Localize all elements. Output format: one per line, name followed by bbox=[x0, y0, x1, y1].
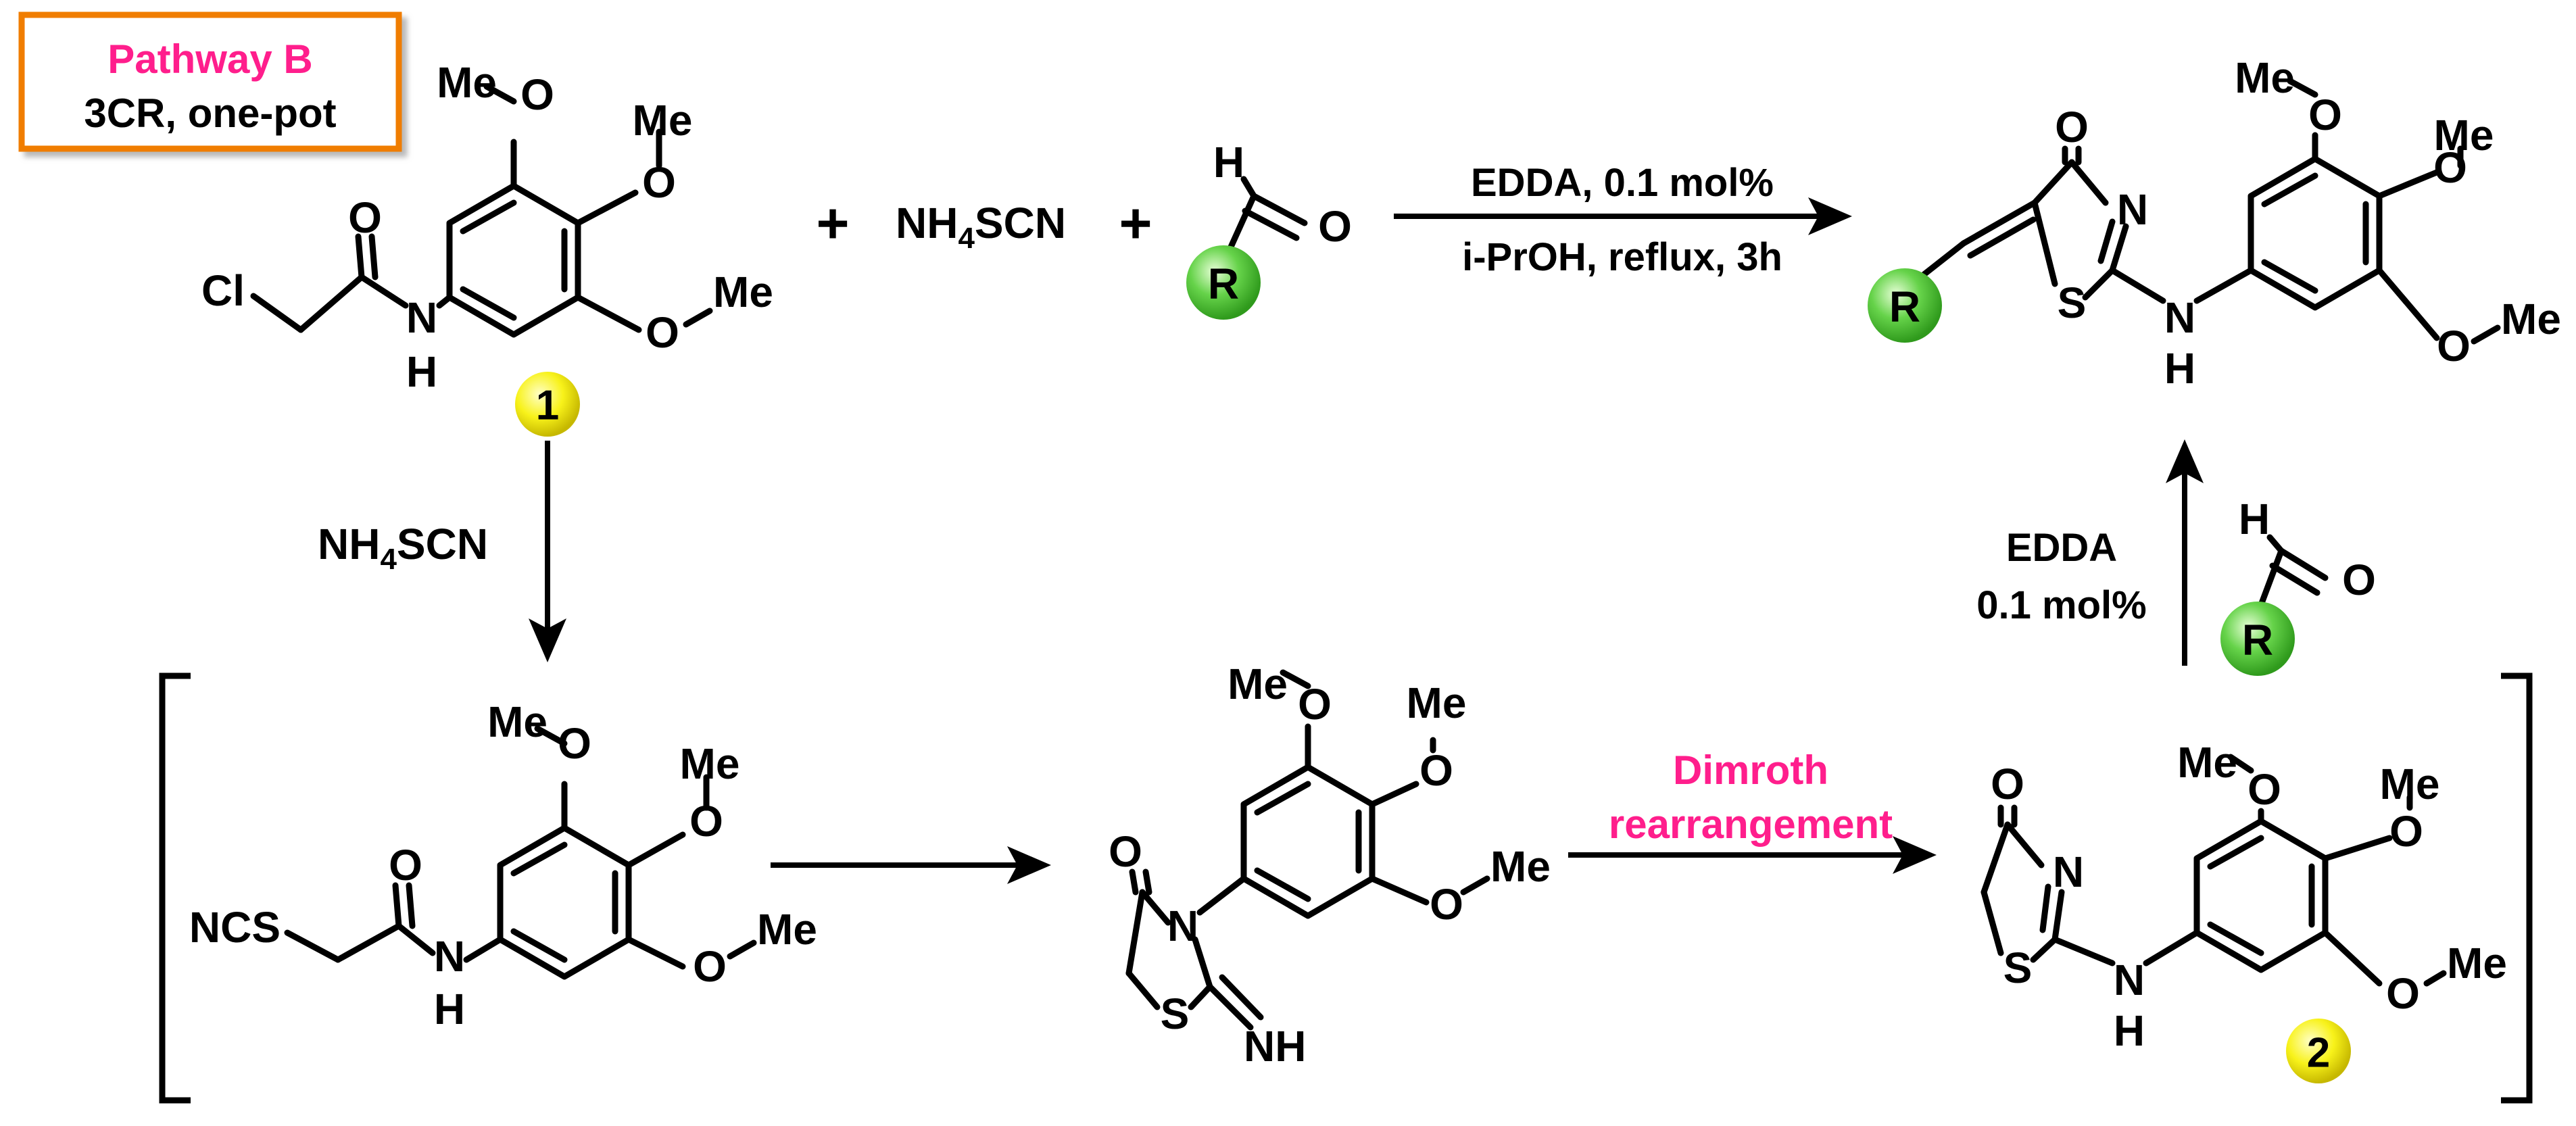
atom-label: Me bbox=[2177, 738, 2237, 787]
compound-1-number: 1 bbox=[536, 383, 559, 429]
atom-label: Me bbox=[1407, 679, 1467, 727]
atom-label: O bbox=[558, 719, 591, 768]
compound-1-label: 1 bbox=[515, 372, 580, 437]
atom-label: Me bbox=[1490, 842, 1551, 891]
atom-label: O bbox=[1430, 880, 1463, 929]
atom-label: O bbox=[693, 942, 727, 991]
down-arrow bbox=[529, 441, 566, 662]
atom-label: O bbox=[2342, 556, 2376, 604]
atom-label: Cl bbox=[201, 266, 245, 315]
r-group-bubble: R bbox=[2220, 602, 2295, 676]
up-arrow bbox=[2166, 439, 2204, 666]
top-arrow-conditions-2: i-PrOH, reflux, 3h bbox=[1462, 235, 1782, 279]
atom-label: N bbox=[2114, 956, 2145, 1004]
atom-label: N bbox=[2053, 848, 2084, 896]
atom-label: R bbox=[2242, 616, 2273, 664]
atom-label: Me bbox=[2447, 939, 2507, 987]
right-bracket bbox=[2501, 672, 2533, 1104]
atom-label: O bbox=[348, 193, 382, 242]
atom-label: Me bbox=[680, 739, 740, 788]
dimroth-label-1: Dimroth bbox=[1673, 748, 1828, 793]
top-arrow-conditions-1: EDDA, 0.1 mol% bbox=[1471, 161, 1774, 205]
plus-sign: + bbox=[1119, 191, 1152, 255]
atom-label: O bbox=[2308, 91, 2342, 139]
up-arrow-conditions-1: EDDA bbox=[2006, 526, 2117, 570]
atom-label: S bbox=[2058, 278, 2087, 327]
atom-label: N bbox=[434, 932, 465, 981]
atom-label: O bbox=[689, 797, 723, 846]
atom-label: N bbox=[406, 293, 437, 342]
atom-label: R bbox=[1889, 283, 1920, 331]
aldehyde-reagent-top bbox=[1225, 176, 1308, 255]
atom-label: O bbox=[1991, 760, 2024, 808]
compound-2-label: 2 bbox=[2286, 1019, 2351, 1083]
atom-label: O bbox=[646, 308, 679, 357]
atom-label: O bbox=[389, 841, 422, 889]
atom-label: Me bbox=[713, 268, 773, 316]
top-reaction-arrow bbox=[1394, 197, 1852, 235]
atom-label: H bbox=[2114, 1006, 2145, 1055]
atom-label: Me bbox=[437, 58, 497, 107]
atom-label: Me bbox=[1228, 660, 1288, 708]
compound-2-structure bbox=[1980, 754, 2447, 987]
atom-label: H bbox=[434, 985, 465, 1033]
pathway-subtitle: 3CR, one-pot bbox=[84, 91, 336, 136]
atom-label: Me bbox=[633, 96, 693, 145]
atom-label: N bbox=[1167, 902, 1198, 950]
atom-label: H bbox=[406, 347, 437, 396]
atom-label: O bbox=[2437, 322, 2471, 370]
atom-label: O bbox=[2386, 969, 2420, 1018]
intermediate-thiocyanate bbox=[284, 725, 757, 980]
reagent-nh4scn-top: NH4SCN bbox=[896, 199, 1066, 255]
atom-label: O bbox=[2389, 807, 2423, 856]
aldehyde-reagent-right bbox=[2258, 534, 2329, 608]
atom-label: H bbox=[2164, 344, 2195, 393]
atom-label: H bbox=[2239, 495, 2270, 543]
atom-label: O bbox=[1109, 827, 1142, 876]
atom-label: O bbox=[1419, 746, 1453, 795]
atom-label: R bbox=[1208, 260, 1239, 308]
pathway-b-box: Pathway B 3CR, one-pot bbox=[18, 11, 402, 152]
atom-label: H bbox=[1213, 138, 1244, 187]
atom-label: O bbox=[2055, 103, 2089, 151]
left-bracket bbox=[159, 672, 191, 1104]
pathway-title: Pathway B bbox=[107, 36, 312, 82]
product-structure bbox=[1913, 78, 2501, 345]
atom-label: N bbox=[2117, 185, 2148, 234]
plus-sign: + bbox=[816, 191, 849, 255]
compound-2-number: 2 bbox=[2307, 1030, 2330, 1077]
atom-label: O bbox=[1318, 202, 1352, 251]
reagent-nh4scn-down: NH4SCN bbox=[318, 520, 488, 576]
atom-label: NH bbox=[1244, 1022, 1306, 1071]
dimroth-label-2: rearrangement bbox=[1609, 802, 1893, 847]
atom-label: Me bbox=[2501, 295, 2561, 343]
up-arrow-conditions-2: 0.1 mol% bbox=[1976, 583, 2146, 627]
atom-label: S bbox=[2003, 944, 2033, 992]
r-group-bubble: R bbox=[1868, 268, 1942, 343]
atom-label: O bbox=[2247, 765, 2281, 814]
r-group-bubble: R bbox=[1186, 245, 1261, 320]
compound-1-structure bbox=[250, 83, 713, 338]
middle-arrow bbox=[771, 846, 1051, 884]
atom-label: Me bbox=[757, 905, 817, 954]
atom-label: Me bbox=[2434, 111, 2494, 160]
dimroth-arrow bbox=[1568, 836, 1937, 874]
atom-label: Me bbox=[487, 697, 548, 746]
intermediate-iminothiazolidinone bbox=[1125, 669, 1490, 1031]
atom-label: O bbox=[520, 70, 554, 119]
atom-label: O bbox=[642, 158, 676, 207]
atom-label: N bbox=[2164, 293, 2195, 342]
atom-label: Me bbox=[2380, 760, 2440, 808]
atom-label: Me bbox=[2235, 53, 2295, 102]
atom-label: NCS bbox=[189, 903, 281, 952]
atom-label: O bbox=[1298, 680, 1332, 729]
atom-label: O bbox=[2433, 143, 2467, 192]
atom-label: S bbox=[1161, 989, 1190, 1038]
